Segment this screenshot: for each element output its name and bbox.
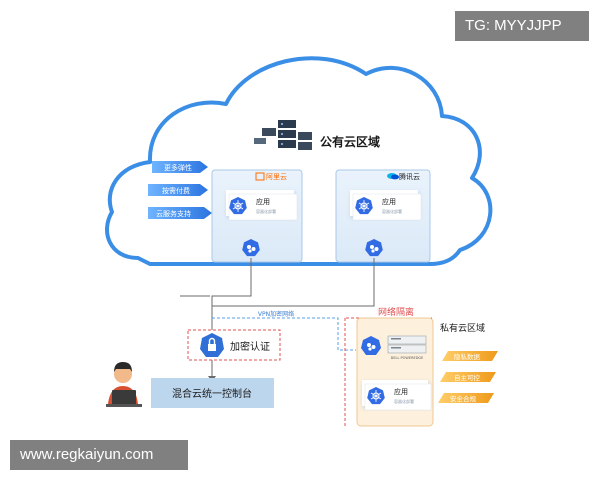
provider-box-aliyun: 阿里云 应用 容器化部署: [211, 169, 303, 263]
auth-label: 加密认证: [230, 340, 270, 353]
feature-tag-cloud-service: 云服务支持: [148, 207, 212, 219]
k8s-icon: [367, 387, 385, 405]
watermark-site: www.regkaiyun.com: [10, 440, 188, 470]
watermark-tg: TG: MYYJJPP: [455, 11, 589, 41]
private-feature-tags: 隐私数据 自主可控 安全合规: [438, 351, 498, 403]
svg-text:安全合规: 安全合规: [450, 394, 477, 403]
k8s-pod-icon: [242, 239, 260, 257]
vpn-label: VPN加密网络: [258, 310, 294, 318]
k8s-icon: [355, 197, 373, 215]
svg-text:隐私数据: 隐私数据: [454, 352, 481, 361]
svg-text:应用: 应用: [394, 387, 408, 396]
tencent-logo: 腾讯云: [399, 172, 420, 181]
svg-text:更多弹性: 更多弹性: [164, 163, 192, 172]
svg-text:容器化部署: 容器化部署: [382, 208, 402, 214]
server-icon: [387, 335, 427, 354]
server-label: DELL POWEREDGE: [391, 356, 424, 360]
console-label: 混合云统一控制台: [172, 387, 252, 400]
private-cloud-title: 私有云区域: [440, 322, 485, 334]
svg-text:容器化部署: 容器化部署: [256, 208, 276, 214]
svg-text:按需付费: 按需付费: [162, 186, 190, 195]
svg-text:云服务支持: 云服务支持: [156, 209, 191, 218]
svg-text:应用: 应用: [382, 197, 396, 206]
feature-tag-private-data: 隐私数据: [442, 351, 498, 361]
svg-text:自主可控: 自主可控: [454, 373, 481, 382]
svg-text:容器化部署: 容器化部署: [394, 398, 414, 404]
aliyun-logo: 阿里云: [266, 172, 287, 181]
feature-tag-self-control: 自主可控: [440, 372, 496, 382]
k8s-icon: [229, 197, 247, 215]
provider-box-tencent: 腾讯云 应用 容器化部署: [335, 169, 431, 263]
lock-icon: [200, 333, 224, 357]
tencent-cloud-icon: [387, 173, 399, 180]
vpn-line: [212, 317, 356, 351]
server-stack-icon: [254, 120, 312, 150]
feature-tag-compliance: 安全合规: [438, 393, 494, 403]
isolation-label: 网络隔离: [378, 306, 414, 318]
svg-text:应用: 应用: [256, 197, 270, 206]
user-avatar: [106, 362, 142, 407]
public-feature-tags: 更多弹性 按需付费 云服务支持: [148, 161, 212, 219]
feature-tag-pay-per-use: 按需付费: [148, 184, 208, 196]
k8s-private-icon: [361, 336, 381, 355]
console-box: [151, 378, 274, 408]
public-cloud-title: 公有云区域: [320, 134, 380, 149]
k8s-pod-icon: [365, 239, 383, 257]
feature-tag-elastic: 更多弹性: [152, 161, 208, 173]
